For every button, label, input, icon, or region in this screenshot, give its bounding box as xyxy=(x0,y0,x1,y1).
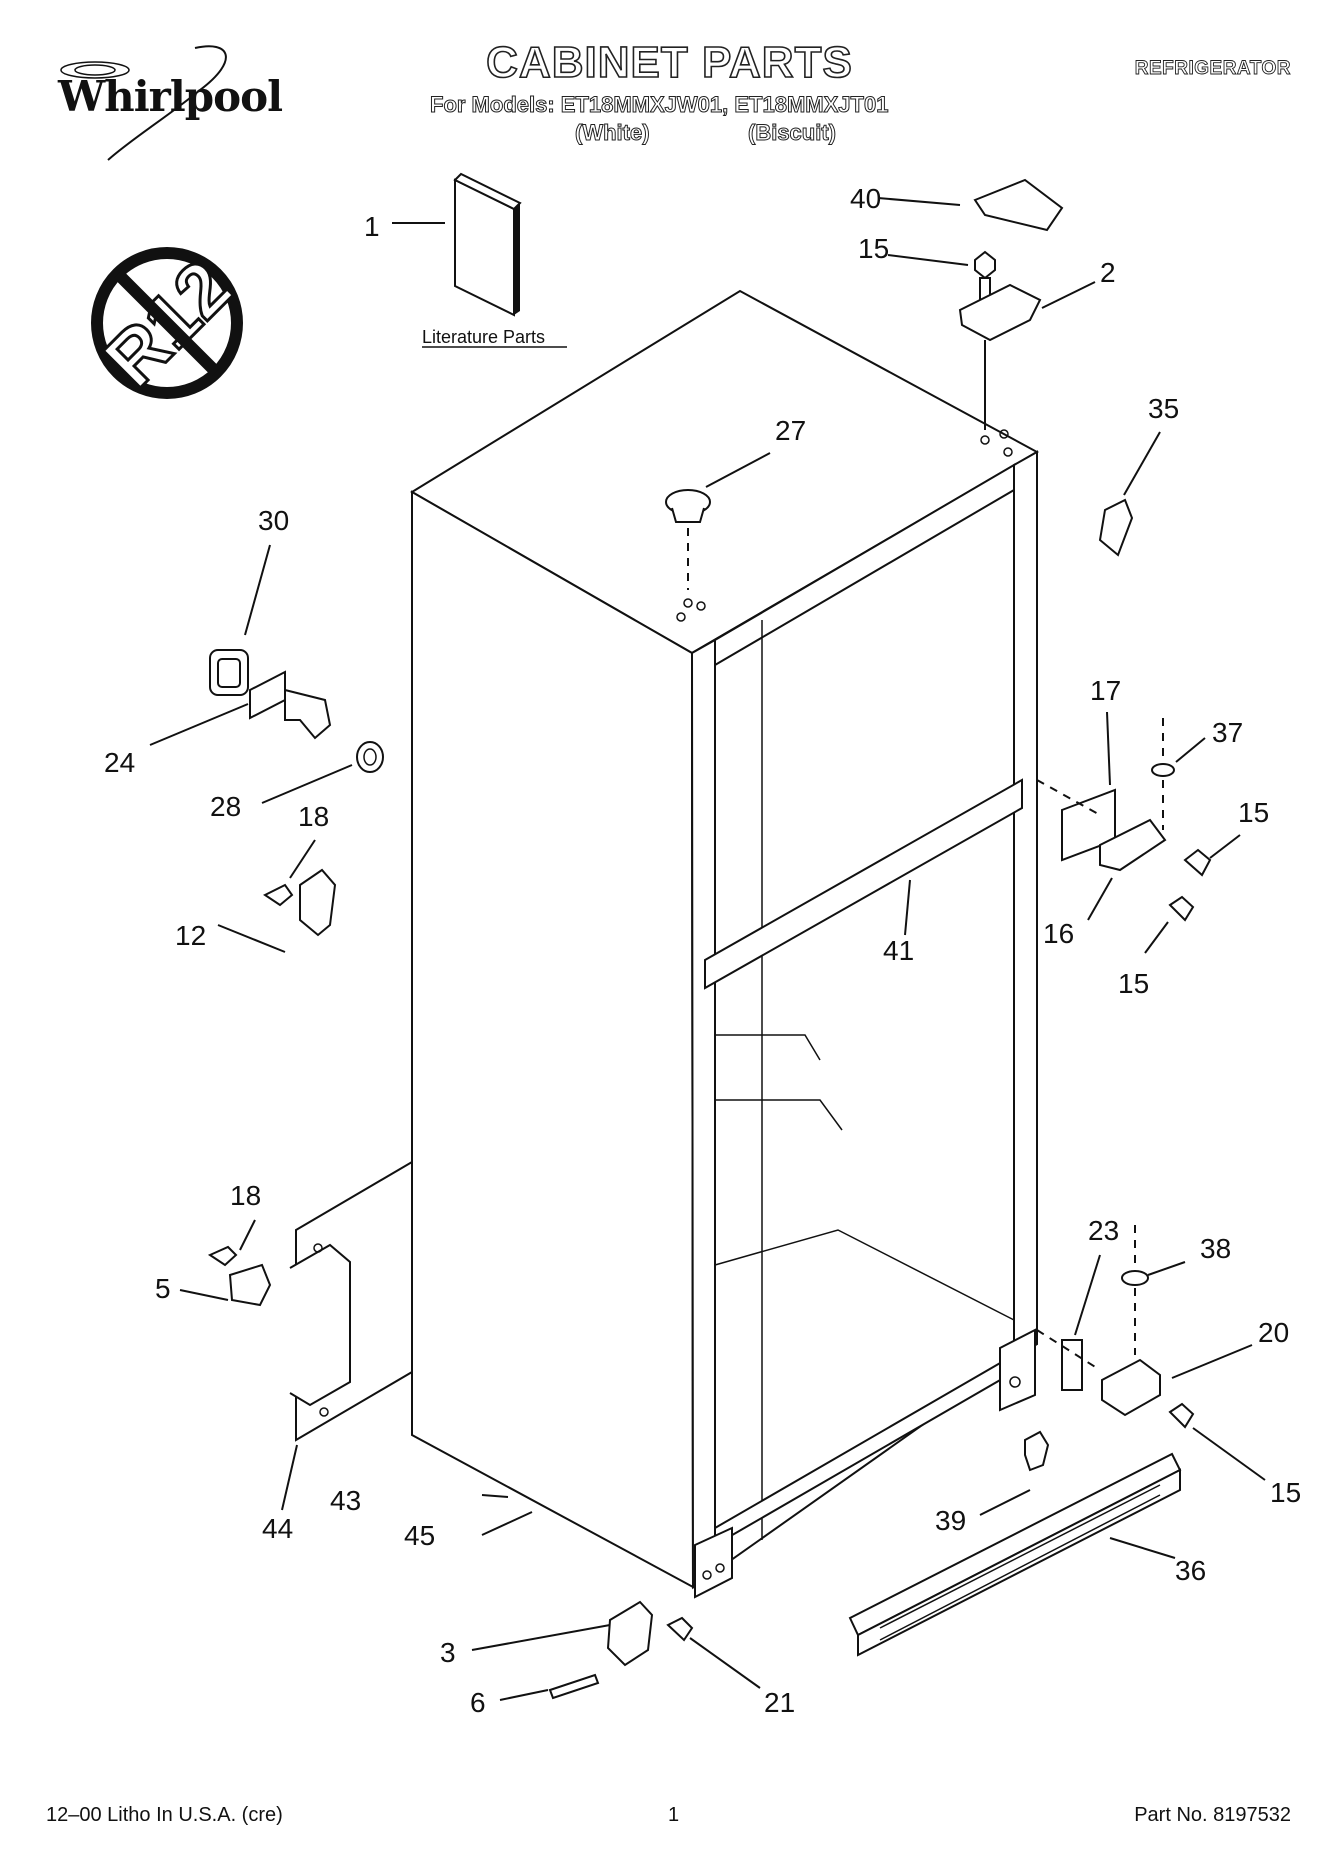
callout-39: 39 xyxy=(935,1505,966,1536)
cap-part-40 xyxy=(973,178,1064,232)
models-line: For Models: ET18MMXJW01, ET18MMXJT01 xyxy=(429,92,889,118)
literature-booklet-part: Literature Parts xyxy=(422,172,567,348)
model-color-white: (White) xyxy=(575,120,651,146)
leader-lines xyxy=(149,197,1266,1701)
callout-15-lower: 15 xyxy=(1118,968,1149,999)
callout-20: 20 xyxy=(1258,1317,1289,1348)
part-number: Part No. 8197532 xyxy=(1134,1804,1291,1826)
callout-5: 5 xyxy=(155,1273,171,1304)
callout-18-lower: 18 xyxy=(230,1180,261,1211)
callout-6: 6 xyxy=(470,1687,486,1718)
clip-part-39 xyxy=(1024,1430,1050,1472)
callout-numbers: 1 40 15 2 27 35 30 24 28 18 12 17 37 15 … xyxy=(104,183,1301,1718)
callout-15: 15 xyxy=(858,233,889,264)
whirlpool-swirl-icon xyxy=(60,45,227,161)
callout-12: 12 xyxy=(175,920,206,951)
page-title: CABINET PARTS xyxy=(485,37,853,88)
callout-24: 24 xyxy=(104,747,135,778)
center-hinge-parts xyxy=(1036,718,1212,922)
print-info: 12–00 Litho In U.S.A. (cre) xyxy=(46,1804,283,1826)
refrigerator-cabinet xyxy=(410,289,1040,1599)
callout-16: 16 xyxy=(1043,918,1074,949)
callout-15-right: 15 xyxy=(1238,797,1269,828)
callout-37: 37 xyxy=(1212,717,1243,748)
callout-27: 27 xyxy=(775,415,806,446)
no-r12-badge-icon: R12 xyxy=(87,243,249,405)
model-color-biscuit: (Biscuit) xyxy=(748,120,837,146)
callout-21: 21 xyxy=(764,1687,795,1718)
page-number: 1 xyxy=(668,1804,680,1826)
callout-40: 40 xyxy=(850,183,881,214)
cam-assembly-parts xyxy=(209,649,384,773)
callout-3: 3 xyxy=(440,1637,456,1668)
bottom-hinge-parts xyxy=(1036,1225,1195,1429)
callout-43: 43 xyxy=(330,1485,361,1516)
callout-28: 28 xyxy=(210,791,241,822)
callout-15-bottom: 15 xyxy=(1270,1477,1301,1508)
part-35 xyxy=(1098,498,1134,557)
callout-44: 44 xyxy=(262,1513,293,1544)
callout-35: 35 xyxy=(1148,393,1179,424)
bracket-part-5 xyxy=(207,1245,272,1307)
appliance-type: REFRIGERATOR xyxy=(1134,58,1291,80)
side-panel-part xyxy=(289,1160,413,1442)
callout-18: 18 xyxy=(298,801,329,832)
callout-2: 2 xyxy=(1100,257,1116,288)
lower-hinge-parts xyxy=(548,1600,694,1700)
bracket-part-12 xyxy=(263,868,337,937)
base-grille-part-36 xyxy=(848,1452,1182,1657)
plug-part-27 xyxy=(665,489,711,590)
callout-23: 23 xyxy=(1088,1215,1119,1246)
callout-1: 1 xyxy=(364,211,380,242)
hinge-part-2 xyxy=(958,250,1042,430)
callout-41: 41 xyxy=(883,935,914,966)
callout-36: 36 xyxy=(1175,1555,1206,1586)
callout-30: 30 xyxy=(258,505,289,536)
callout-45: 45 xyxy=(404,1520,435,1551)
callout-17: 17 xyxy=(1090,675,1121,706)
callout-38: 38 xyxy=(1200,1233,1231,1264)
literature-parts-label: Literature Parts xyxy=(422,327,545,347)
